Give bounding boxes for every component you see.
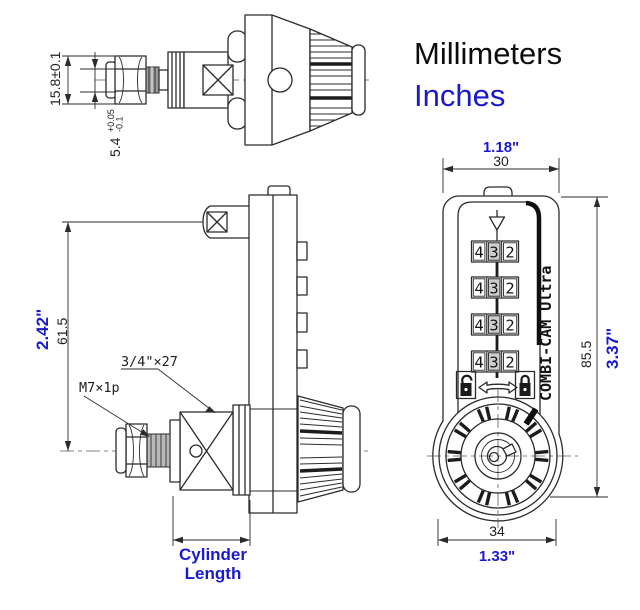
side-view-height-dimension: 2.42" 61.5 (33, 221, 203, 451)
dial-knurl-ticks (447, 406, 549, 506)
dim-1-33-label: 1.33" (479, 548, 515, 565)
front-view-drawing: 4 3 2 4 3 2 4 (427, 139, 622, 565)
closed-padlock-icon (514, 370, 536, 400)
wheel-digit: 3 (489, 280, 498, 298)
units-legend: Millimeters Inches (414, 36, 562, 113)
brand-label: COMBI-CAM Ultra (537, 266, 555, 401)
side-view-knurl (299, 399, 343, 497)
open-padlock-icon (455, 370, 477, 400)
front-view-width-dimension: 1.18" 30 (442, 139, 560, 193)
cylinder-length-label-2: Length (185, 564, 242, 583)
wheel-digit: 3 (489, 354, 498, 372)
front-view-dial-dimension: 34 1.33" (437, 519, 557, 565)
cylinder-length-dimension: Cylinder Length (172, 496, 251, 583)
side-view-drawing: 2.42" 61.5 3/4"×27 M7×1p Cylinder (33, 185, 372, 583)
wheel-digit: 2 (505, 244, 514, 262)
millimeters-label: Millimeters (414, 36, 562, 71)
combination-wheel-rows: 4 3 2 4 3 2 4 (470, 240, 520, 373)
wheel-digit: 2 (505, 280, 514, 298)
dial-pointer-icon (488, 210, 506, 241)
dim-34-label: 34 (489, 523, 505, 539)
dim-5-4-label: 5.4 (107, 137, 123, 157)
dim-30-label: 30 (493, 153, 509, 169)
rotate-direction-arrow-icon (478, 381, 518, 394)
dim-85-5-label: 85.5 (578, 341, 594, 368)
inches-label: Inches (414, 78, 505, 113)
dim-5-4-tol-minus: -0.1 (115, 116, 125, 132)
dim-5-4-tol-plus: +0.05 (106, 109, 116, 132)
keyhole-icon (486, 443, 517, 467)
cylinder-thread-label: M7×1p (79, 380, 120, 396)
dim-2-42-label: 2.42" (33, 309, 52, 350)
wheel-digit: 4 (474, 354, 483, 372)
wheel-digit: 2 (505, 317, 514, 335)
wheel-digit: 4 (474, 317, 483, 335)
dim-15-8-label: 15.8±0.1 (47, 51, 63, 106)
wheel-digit: 4 (474, 244, 483, 262)
dim-1-18-label: 1.18" (483, 139, 519, 156)
dim-3-37-label: 3.37" (603, 328, 622, 369)
combination-wheel-row: 4 3 2 (470, 313, 520, 336)
wheel-digit: 2 (505, 354, 514, 372)
wheel-digit: 3 (489, 244, 498, 262)
dial (427, 388, 578, 528)
dial-index-mark (523, 407, 539, 426)
wheel-digit: 3 (489, 317, 498, 335)
cylinder-length-label-1: Cylinder (179, 545, 247, 564)
dim-61-5-label: 61.5 (54, 318, 70, 345)
top-view-drawing: 15.8±0.1 5.4 +0.05 -0.1 (47, 14, 372, 157)
combination-wheel-row: 4 3 2 (470, 350, 520, 373)
combination-wheel-row: 4 3 2 (470, 276, 520, 299)
front-view-height-dimension: 85.5 3.37" (550, 196, 622, 498)
cylinder-thread-callout: M7×1p (79, 380, 150, 437)
wheel-digit: 4 (474, 280, 483, 298)
cam-thread-callout: 3/4"×27 (121, 354, 216, 413)
combination-wheel-row: 4 3 2 (470, 240, 520, 263)
top-view-height-dimension: 15.8±0.1 (47, 51, 138, 106)
top-view-depth-dimension: 5.4 +0.05 -0.1 (80, 52, 125, 157)
cam-thread-label: 3/4"×27 (121, 354, 178, 370)
